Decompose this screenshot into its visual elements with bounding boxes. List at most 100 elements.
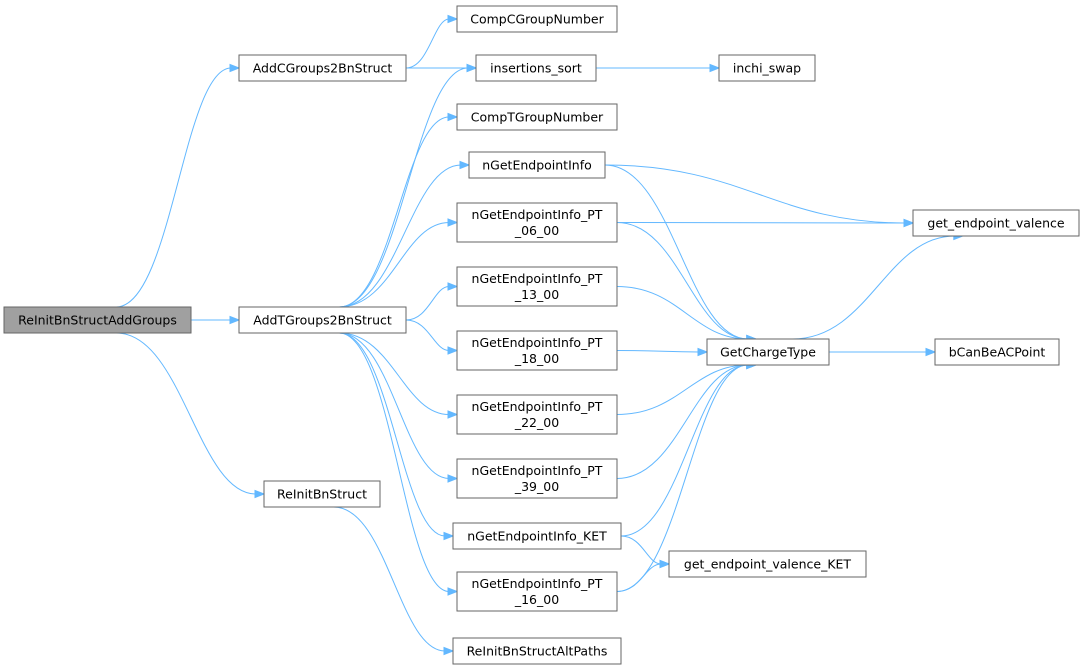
edge-addt-to-isort xyxy=(339,67,469,308)
edge-addt-to-pt06 xyxy=(339,222,450,308)
edge-ket-to-gct xyxy=(620,364,748,537)
node-box xyxy=(706,338,830,366)
edge-root-to-addc xyxy=(116,67,232,308)
edge-addt-to-pt39 xyxy=(339,332,450,479)
arrowhead-addt-to-ket xyxy=(443,531,455,541)
node-pt18[interactable]: nGetEndpointInfo_PT_18_00 xyxy=(456,330,618,371)
node-label: inchi_swap xyxy=(733,61,801,76)
edge-addt-to-pt22 xyxy=(339,332,450,415)
node-label: get_endpoint_valence_KET xyxy=(684,557,852,572)
node-label: AddCGroups2BnStruct xyxy=(253,61,393,76)
arrowhead-addt-to-pt06 xyxy=(447,218,459,227)
node-compc[interactable]: CompCGroupNumber xyxy=(456,5,618,33)
edge-pt16-to-gevket xyxy=(616,563,662,592)
node-pt06[interactable]: nGetEndpointInfo_PT_06_00 xyxy=(456,202,618,243)
node-pt13[interactable]: nGetEndpointInfo_PT_13_00 xyxy=(456,266,618,307)
node-box xyxy=(475,54,597,82)
edge-nge-to-gct xyxy=(604,164,748,340)
arrowhead-addt-to-isort xyxy=(466,63,478,73)
edge-pt06-to-gct xyxy=(616,222,748,340)
arrowhead-root-to-addt xyxy=(229,315,241,325)
node-box xyxy=(668,550,867,578)
node-label: nGetEndpointInfo_PT xyxy=(472,207,603,222)
node-label: nGetEndpointInfo_KET xyxy=(467,529,607,544)
node-label: nGetEndpointInfo_PT xyxy=(472,576,603,591)
node-label: get_endpoint_valence xyxy=(927,216,1064,231)
arrowhead-pt16-to-gevket xyxy=(659,559,671,569)
edge-pt39-to-gct xyxy=(616,364,748,479)
node-gct[interactable]: GetChargeType xyxy=(706,338,830,366)
node-altpaths[interactable]: ReInitBnStructAltPaths xyxy=(452,637,622,665)
arrowhead-reinit-to-altpaths xyxy=(443,646,455,656)
node-label: AddTGroups2BnStruct xyxy=(253,313,392,328)
node-box xyxy=(456,394,618,435)
edge-gct-to-gev xyxy=(792,235,955,340)
arrowhead-gct-to-bcan xyxy=(925,347,937,357)
node-pt16[interactable]: nGetEndpointInfo_PT_16_00 xyxy=(456,571,618,612)
node-reinit[interactable]: ReInitBnStruct xyxy=(263,480,381,508)
node-label: _13_00 xyxy=(514,287,559,302)
edge-addt-to-pt18 xyxy=(405,319,450,351)
edge-addt-to-pt16 xyxy=(339,332,450,592)
node-bcan[interactable]: bCanBeACPoint xyxy=(934,338,1060,366)
arrowhead-isort-to-iswap xyxy=(709,63,721,73)
edge-nge-to-gev xyxy=(604,164,906,224)
node-isort[interactable]: insertions_sort xyxy=(475,54,597,82)
edge-addt-to-nge xyxy=(339,164,462,308)
edge-addt-to-compt xyxy=(339,116,450,308)
node-label: GetChargeType xyxy=(720,345,816,360)
node-box xyxy=(468,151,606,179)
arrowhead-addt-to-pt39 xyxy=(447,474,459,483)
node-box xyxy=(718,54,816,82)
edge-pt06-to-gev xyxy=(616,222,906,224)
node-label: _06_00 xyxy=(514,223,559,238)
arrowhead-pt06-to-gev xyxy=(903,218,915,228)
node-label: _16_00 xyxy=(514,592,559,607)
node-pt39[interactable]: nGetEndpointInfo_PT_39_00 xyxy=(456,458,618,499)
node-label: CompCGroupNumber xyxy=(470,12,604,27)
arrowhead-addt-to-pt16 xyxy=(447,587,459,596)
node-box xyxy=(912,209,1080,237)
node-compt[interactable]: CompTGroupNumber xyxy=(456,103,618,131)
node-pt22[interactable]: nGetEndpointInfo_PT_22_00 xyxy=(456,394,618,435)
node-ket[interactable]: nGetEndpointInfo_KET xyxy=(452,522,622,550)
node-box xyxy=(238,54,407,82)
node-box xyxy=(456,266,618,307)
node-label: _22_00 xyxy=(514,415,559,430)
arrowhead-pt18-to-gct xyxy=(697,347,709,357)
node-addc[interactable]: AddCGroups2BnStruct xyxy=(238,54,407,82)
node-box xyxy=(456,103,618,131)
node-label: nGetEndpointInfo_PT xyxy=(472,399,603,414)
edge-addc-to-compc xyxy=(405,18,450,69)
node-box xyxy=(238,306,407,334)
node-nge[interactable]: nGetEndpointInfo xyxy=(468,151,606,179)
edge-ket-to-gevket xyxy=(620,535,662,565)
node-label: ReInitBnStructAddGroups xyxy=(18,313,177,328)
node-gevket[interactable]: get_endpoint_valence_KET xyxy=(668,550,867,578)
edge-root-to-reinit xyxy=(116,332,257,495)
nodes-layer: ReInitBnStructAddGroups AddCGroups2BnStru… xyxy=(3,5,1080,665)
arrowhead-addt-to-nge xyxy=(459,160,471,170)
node-label: ReInitBnStruct xyxy=(277,487,367,502)
node-gev[interactable]: get_endpoint_valence xyxy=(912,209,1080,237)
node-addt[interactable]: AddTGroups2BnStruct xyxy=(238,306,407,334)
node-root[interactable]: ReInitBnStructAddGroups xyxy=(3,306,192,334)
node-label: nGetEndpointInfo xyxy=(482,158,592,173)
node-label: ReInitBnStructAltPaths xyxy=(467,644,608,659)
node-iswap[interactable]: inchi_swap xyxy=(718,54,816,82)
node-label: bCanBeACPoint xyxy=(949,345,1046,360)
edge-reinit-to-altpaths xyxy=(333,506,446,652)
arrowhead-addt-to-pt18 xyxy=(447,346,459,355)
edge-pt22-to-gct xyxy=(616,364,748,415)
edge-addt-to-ket xyxy=(339,332,446,537)
node-label: nGetEndpointInfo_PT xyxy=(472,463,603,478)
node-box xyxy=(456,458,618,499)
node-box xyxy=(452,522,622,550)
arrowhead-root-to-addc xyxy=(229,63,241,73)
node-box xyxy=(3,306,192,334)
node-label: nGetEndpointInfo_PT xyxy=(472,335,603,350)
arrowhead-addt-to-pt22 xyxy=(447,410,459,419)
edge-pt13-to-gct xyxy=(616,286,748,340)
node-box xyxy=(456,202,618,243)
